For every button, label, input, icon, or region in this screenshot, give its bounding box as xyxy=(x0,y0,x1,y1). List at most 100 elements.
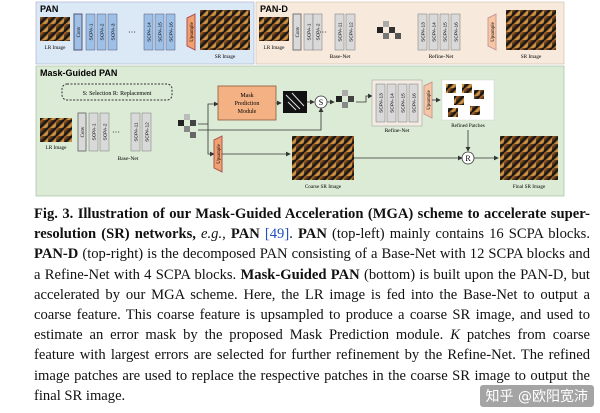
scpa-block xyxy=(428,13,439,51)
pand-lr-label: LR Image xyxy=(264,45,286,51)
pand-sr-label: SR Image xyxy=(521,54,542,60)
pan-scpa-blocks: SCPA-1 SCPA-2 SCPA-3 SCPA-14 SCPA-15 SCPA-16 xyxy=(85,13,176,51)
caption-mg-pan: Mask-Guided PAN xyxy=(240,266,360,283)
scpa-block-label: SCPA-16 xyxy=(454,22,460,42)
pand-base-label: Base-Net xyxy=(330,54,351,60)
scpa-block-label: SCPA-14 xyxy=(147,22,153,42)
mg-lr-label: LR Image xyxy=(46,145,68,151)
caption-title: Illustration of our Mask-Guided Accelera… xyxy=(34,206,590,243)
scpa-block-label: SCPA-13 xyxy=(421,22,427,42)
pan-upsample-label: Upsample xyxy=(190,22,195,41)
mg-conv-label: Conv xyxy=(81,126,86,137)
pan-lr-label: LR Image xyxy=(45,45,67,51)
pan-d-panel-title: PAN-D xyxy=(260,4,288,14)
scpa-block xyxy=(439,13,450,51)
scpa-block xyxy=(88,112,99,152)
scpa-block-label: SCPA-16 xyxy=(169,22,175,42)
scpa-block-label: SCPA-12 xyxy=(349,22,355,42)
scpa-block-label: SCPA-14 xyxy=(390,93,396,113)
caption-ref[interactable]: [49] xyxy=(264,226,290,243)
scpa-block xyxy=(154,13,165,51)
scpa-block-label: SCPA-3 xyxy=(111,23,117,40)
pan-sr-label: SR Image xyxy=(215,54,236,60)
scpa-block xyxy=(99,112,110,152)
figure-caption: Fig. 3. Illustration of our Mask-Guided … xyxy=(34,206,590,404)
pand-ellipsis: ··· xyxy=(319,28,327,37)
pand-upsample-label: Upsample xyxy=(491,22,496,41)
scpa-block-label: SCPA-2 xyxy=(316,23,322,40)
scpa-block xyxy=(417,13,428,51)
caption-k: K xyxy=(450,327,460,344)
scpa-block-label: SCPA-11 xyxy=(134,122,140,142)
scpa-block xyxy=(85,13,96,51)
pand-feature-patches xyxy=(377,21,401,39)
scpa-block xyxy=(334,13,345,51)
mg-conv xyxy=(77,112,87,152)
mg-selection-label: S xyxy=(319,98,323,107)
mg-arrow-to-mask xyxy=(198,101,219,125)
scpa-block-label: SCPA-2 xyxy=(100,23,106,40)
mg-refined-patches-label: Refined Patches xyxy=(451,122,485,129)
pand-conv xyxy=(292,13,302,51)
scpa-block xyxy=(96,13,107,51)
mg-mask-line1: Mask xyxy=(240,93,253,99)
scpa-block xyxy=(450,13,461,51)
scpa-block xyxy=(165,13,176,51)
scpa-block-label: SCPA-15 xyxy=(158,22,164,42)
pand-upsample xyxy=(487,13,497,51)
scpa-block-label: SCPA-13 xyxy=(379,93,385,113)
pan-conv-label: Conv xyxy=(77,26,82,37)
caption-pan-d: PAN-D xyxy=(34,246,79,263)
mg-replacement-label: R xyxy=(465,154,471,163)
mg-arrow-to-upsample xyxy=(207,124,215,157)
watermark: 知乎 @欧阳宽沛 xyxy=(479,385,594,407)
scpa-block xyxy=(141,112,152,152)
scpa-block xyxy=(345,13,356,51)
pan-lr-image xyxy=(40,17,70,41)
pan-upsample xyxy=(186,13,196,51)
mask-guided-panel-title: Mask-Guided PAN xyxy=(40,68,117,78)
mg-mask-line3: Module xyxy=(238,109,257,115)
mg-final-sr-image xyxy=(500,136,558,180)
scpa-block-label: SCPA-14 xyxy=(432,22,438,42)
caption-fig-label: Fig. 3. xyxy=(34,206,74,222)
mg-base-label: Base-Net xyxy=(118,156,139,162)
mg-selected-patches xyxy=(336,90,354,108)
mg-final-sr-label: Final SR Image xyxy=(513,184,546,190)
mg-error-mask xyxy=(283,91,307,113)
mg-coarse-feature-patches xyxy=(178,114,196,138)
scpa-block-label: SCPA-1 xyxy=(89,23,95,40)
mg-legend-box xyxy=(61,83,173,101)
scpa-block xyxy=(312,13,323,51)
scpa-block xyxy=(375,83,386,123)
mga-figure: PAN PAN-D Mask-Guided PAN LR Image Conv … xyxy=(35,1,565,197)
scpa-block-label: SCPA-11 xyxy=(338,22,344,42)
scpa-block xyxy=(107,13,118,51)
mg-lr-image xyxy=(40,118,72,142)
pan-panel-title: PAN xyxy=(40,4,58,14)
mg-upsample xyxy=(213,135,223,173)
scpa-block-label: SCPA-12 xyxy=(145,122,151,142)
scpa-block xyxy=(408,83,419,123)
pan-conv xyxy=(73,13,83,51)
mg-mask-line2: Prediction xyxy=(235,101,260,107)
mg-refine-label: Refine-Net xyxy=(385,127,410,134)
scpa-block-label: SCPA-1 xyxy=(92,123,98,140)
pand-lr-image xyxy=(259,17,289,41)
mg-refine-upsample xyxy=(423,81,433,119)
caption-pan: PAN xyxy=(230,226,260,243)
pand-refine-label: Refine-Net xyxy=(429,53,454,60)
scpa-block xyxy=(143,13,154,51)
pand-refine-scpa: SCPA-13 SCPA-14 SCPA-15 SCPA-16 xyxy=(417,13,461,51)
scpa-block-label: SCPA-15 xyxy=(401,93,407,113)
pan-ellipsis: ··· xyxy=(128,28,136,37)
mg-upsample-label: Upsample xyxy=(217,144,222,163)
scpa-block-label: SCPA-15 xyxy=(443,22,449,42)
mg-coarse-sr-label: Coarse SR Image xyxy=(305,184,342,190)
mg-ellipsis: ··· xyxy=(112,128,120,137)
pand-sr-image xyxy=(506,10,556,50)
scpa-block xyxy=(130,112,141,152)
